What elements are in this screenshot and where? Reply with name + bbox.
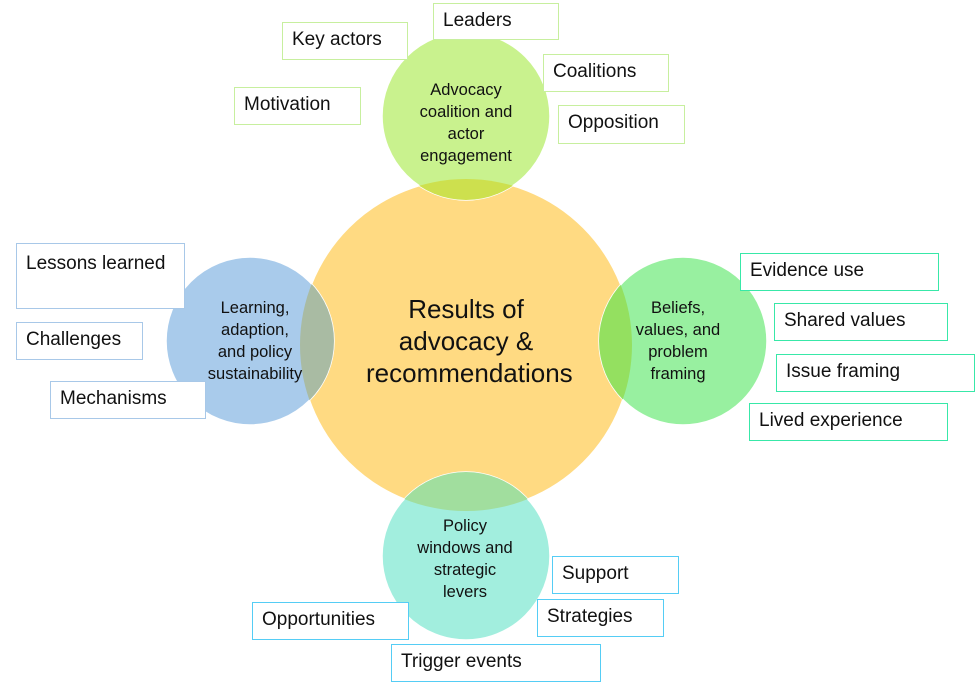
item-box-lessons-learned: Lessons learned: [16, 243, 185, 309]
item-box-evidence-use: Evidence use: [740, 253, 939, 291]
item-box-opposition: Opposition: [558, 105, 685, 144]
item-box-coalitions: Coalitions: [543, 54, 669, 92]
item-box-leaders: Leaders: [433, 3, 559, 40]
item-box-lived-experience: Lived experience: [749, 403, 948, 441]
core-circle: [299, 178, 633, 512]
item-box-key-actors: Key actors: [282, 22, 408, 60]
item-box-opportunities: Opportunities: [252, 602, 409, 640]
item-box-challenges: Challenges: [16, 322, 143, 360]
item-box-strategies: Strategies: [537, 599, 664, 637]
item-box-mechanisms: Mechanisms: [50, 381, 206, 419]
item-box-trigger-events: Trigger events: [391, 644, 601, 682]
item-box-motivation: Motivation: [234, 87, 361, 125]
item-box-shared-values: Shared values: [774, 303, 948, 341]
item-box-issue-framing: Issue framing: [776, 354, 975, 392]
item-box-support: Support: [552, 556, 679, 594]
